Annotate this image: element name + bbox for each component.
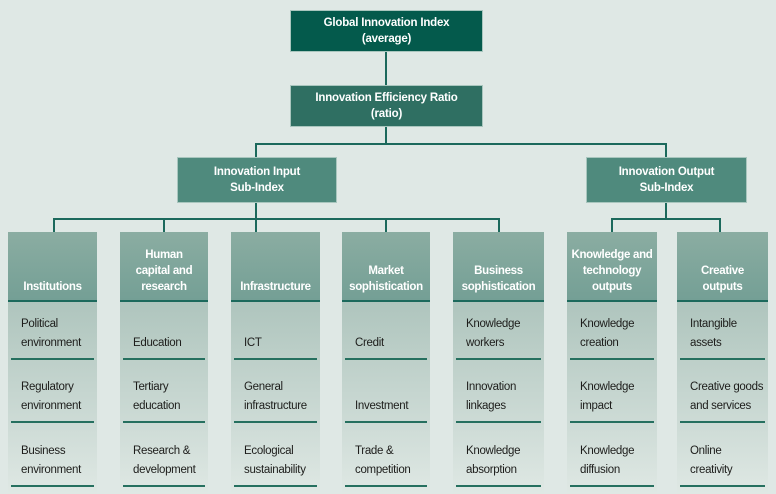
pillar-title: Creative outputs: [677, 232, 768, 302]
pillar-title: Knowledge and technology outputs: [567, 232, 657, 302]
ratio-box-subtitle: (ratio): [370, 108, 403, 120]
item-underline: [680, 485, 765, 487]
pillar-column-institutions: Institutions Political environment Regul…: [8, 232, 97, 494]
pillar-column-business-sophistication: Business sophistication Knowledge worker…: [453, 232, 544, 494]
connector-output-down: [665, 203, 667, 220]
item-underline: [456, 421, 541, 423]
connector-input-horizontal: [53, 218, 500, 220]
pillar-column-market-sophistication: Market sophistication Credit Investment …: [342, 232, 430, 494]
pillar-item: Innovation linkages: [453, 360, 544, 423]
pillar-item: Intangible assets: [677, 302, 768, 360]
pillar-column-human-capital: Human capital and research Education Ter…: [120, 232, 208, 494]
item-underline: [123, 358, 205, 360]
pillar-title: Business sophistication: [453, 232, 544, 302]
pillar-item: Tertiary education: [120, 360, 208, 423]
item-underline: [123, 421, 205, 423]
item-underline: [570, 421, 654, 423]
innovation-output-subindex-box: Innovation Output Sub-Index: [586, 157, 747, 203]
pillar-column-knowledge-tech-outputs: Knowledge and technology outputs Knowled…: [567, 232, 657, 494]
pillar-column-creative-outputs: Creative outputs Intangible assets Creat…: [677, 232, 768, 494]
pillar-title: Institutions: [8, 232, 97, 302]
item-underline: [456, 358, 541, 360]
connector-drop-market: [385, 218, 387, 232]
pillar-item: Regulatory environment: [8, 360, 97, 423]
pillar-item: Knowledge workers: [453, 302, 544, 360]
pillar-item: Knowledge absorption: [453, 423, 544, 487]
pillar-item: Credit: [342, 302, 430, 360]
connector-root-to-ratio: [385, 52, 387, 85]
global-innovation-index-box: Global Innovation Index (average): [290, 10, 483, 52]
item-underline: [11, 358, 94, 360]
connector-drop-creative: [719, 218, 721, 232]
pillar-title: Market sophistication: [342, 232, 430, 302]
item-underline: [570, 485, 654, 487]
pillar-item: Knowledge diffusion: [567, 423, 657, 487]
connector-input-drop: [255, 143, 257, 157]
connector-output-drop: [665, 143, 667, 157]
item-underline: [345, 485, 427, 487]
pillar-item: Business environment: [8, 423, 97, 487]
item-underline: [234, 485, 317, 487]
pillar-item: Knowledge impact: [567, 360, 657, 423]
item-underline: [234, 358, 317, 360]
connector-drop-business: [498, 218, 500, 232]
pillar-item: Political environment: [8, 302, 97, 360]
pillar-item: Online creativity: [677, 423, 768, 487]
innovation-efficiency-ratio-box: Innovation Efficiency Ratio (ratio): [290, 85, 483, 127]
item-underline: [680, 421, 765, 423]
connector-ratio-down: [385, 127, 387, 144]
connector-top-horizontal: [255, 143, 667, 145]
item-underline: [570, 358, 654, 360]
item-underline: [680, 358, 765, 360]
connector-output-horizontal: [611, 218, 721, 220]
input-subindex-line1: Innovation Input: [213, 166, 301, 178]
connector-drop-knowledge-tech: [611, 218, 613, 232]
ratio-box-title: Innovation Efficiency Ratio: [315, 92, 458, 104]
output-subindex-line1: Innovation Output: [618, 166, 715, 178]
item-underline: [123, 485, 205, 487]
item-underline: [345, 421, 427, 423]
pillar-item: Knowledge creation: [567, 302, 657, 360]
connector-drop-human-capital: [163, 218, 165, 232]
connector-drop-institutions: [53, 218, 55, 232]
output-subindex-line2: Sub-Index: [639, 182, 694, 194]
pillar-item: Investment: [342, 360, 430, 423]
pillar-item: General infrastructure: [231, 360, 320, 423]
connector-input-down: [255, 203, 257, 232]
pillar-item: Trade & competition: [342, 423, 430, 487]
pillar-item: Creative goods and services: [677, 360, 768, 423]
pillar-item: Education: [120, 302, 208, 360]
input-subindex-line2: Sub-Index: [230, 182, 284, 194]
item-underline: [456, 485, 541, 487]
item-underline: [234, 421, 317, 423]
pillar-title: Human capital and research: [120, 232, 208, 302]
pillar-column-infrastructure: Infrastructure ICT General infrastructur…: [231, 232, 320, 494]
root-box-title: Global Innovation Index: [323, 17, 450, 29]
item-underline: [345, 358, 427, 360]
item-underline: [11, 421, 94, 423]
pillar-item: Ecological sustainability: [231, 423, 320, 487]
pillar-title: Infrastructure: [231, 232, 320, 302]
item-underline: [11, 485, 94, 487]
pillar-item: Research & development: [120, 423, 208, 487]
pillar-item: ICT: [231, 302, 320, 360]
root-box-subtitle: (average): [361, 33, 412, 45]
innovation-input-subindex-box: Innovation Input Sub-Index: [177, 157, 337, 203]
